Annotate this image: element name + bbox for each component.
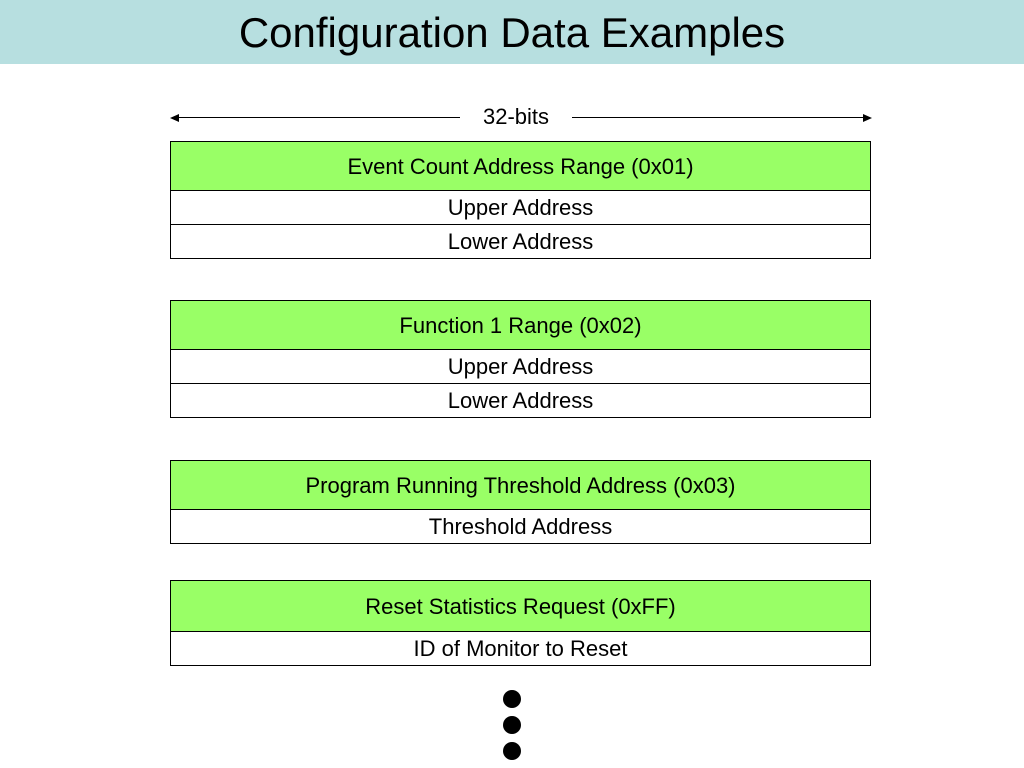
config-field-row: Threshold Address [170, 510, 871, 544]
more-entries-ellipsis-icon [503, 690, 523, 768]
config-block-function-range: Function 1 Range (0x02) Upper Address Lo… [170, 300, 871, 418]
bit-width-label: 32-bits [482, 104, 550, 129]
arrow-right-icon [863, 114, 872, 122]
config-block-header: Reset Statistics Request (0xFF) [170, 580, 871, 632]
config-block-header: Program Running Threshold Address (0x03) [170, 460, 871, 510]
config-block-event-count: Event Count Address Range (0x01) Upper A… [170, 141, 871, 259]
title-band [0, 0, 1024, 64]
config-field-row: Lower Address [170, 225, 871, 259]
config-field-row: Upper Address [170, 350, 871, 384]
config-field-row: ID of Monitor to Reset [170, 632, 871, 666]
slide-title: Configuration Data Examples [238, 9, 786, 56]
config-field-row: Upper Address [170, 191, 871, 225]
config-field-row: Lower Address [170, 384, 871, 418]
config-block-header: Function 1 Range (0x02) [170, 300, 871, 350]
ellipsis-dot [503, 742, 521, 760]
config-block-header: Event Count Address Range (0x01) [170, 141, 871, 191]
ellipsis-dot [503, 716, 521, 734]
config-block-threshold: Program Running Threshold Address (0x03)… [170, 460, 871, 544]
width-arrow-right-line [572, 117, 866, 118]
ellipsis-dot [503, 690, 521, 708]
width-arrow-left-line [176, 117, 460, 118]
config-block-reset-statistics: Reset Statistics Request (0xFF) ID of Mo… [170, 580, 871, 666]
arrow-left-icon [170, 114, 179, 122]
